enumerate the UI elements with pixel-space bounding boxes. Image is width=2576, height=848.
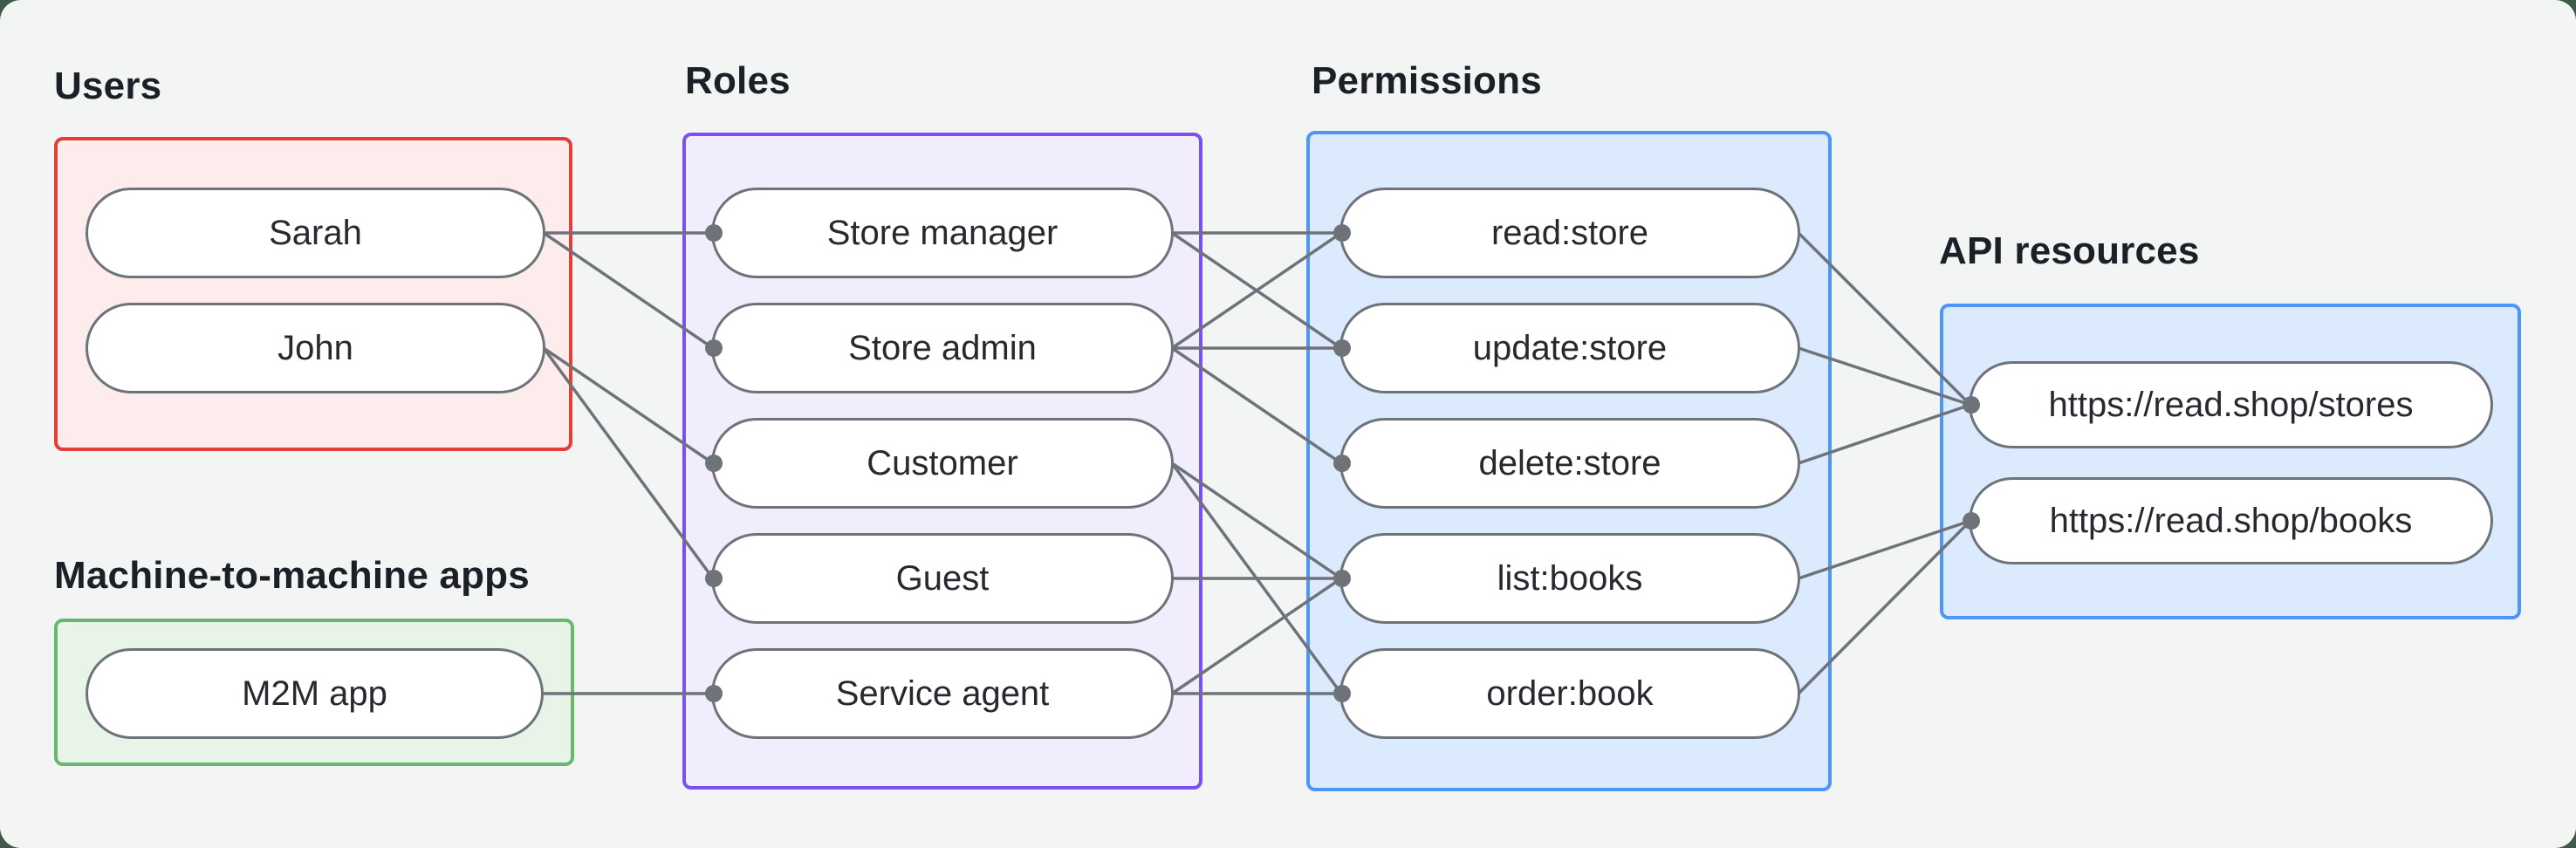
node-store-manager: Store manager [711, 188, 1174, 278]
node-label: Guest [895, 558, 990, 598]
permissions-group-title: Permissions [1312, 59, 1542, 102]
node-label: Sarah [269, 213, 362, 252]
node-label: M2M app [242, 674, 387, 713]
node-label: https://read.shop/books [2049, 501, 2413, 540]
node-john: John [86, 303, 545, 393]
node-m2m-app: M2M app [86, 648, 544, 739]
node-label: John [277, 328, 353, 367]
node-order-book: order:book [1339, 648, 1800, 739]
api-resources-group-box [1940, 304, 2521, 619]
node-stores-api: https://read.shop/stores [1969, 361, 2493, 448]
node-delete-store: delete:store [1339, 418, 1800, 509]
roles-group-title: Roles [685, 59, 791, 102]
node-label: Store manager [826, 213, 1058, 252]
node-update-store: update:store [1339, 303, 1800, 393]
node-label: Customer [867, 443, 1018, 482]
node-label: Store admin [848, 328, 1037, 367]
node-label: order:book [1486, 674, 1654, 713]
node-books-api: https://read.shop/books [1969, 477, 2493, 564]
users-group-title: Users [54, 65, 162, 107]
node-sarah: Sarah [86, 188, 545, 278]
m2m-apps-group-title: Machine-to-machine apps [54, 554, 530, 597]
api-resources-group-title: API resources [1939, 229, 2200, 272]
node-label: update:store [1472, 328, 1668, 367]
node-label: list:books [1497, 558, 1643, 598]
node-label: delete:store [1478, 443, 1661, 482]
node-label: https://read.shop/stores [2048, 385, 2414, 424]
node-list-books: list:books [1339, 533, 1800, 624]
node-customer: Customer [711, 418, 1174, 509]
node-read-store: read:store [1339, 188, 1800, 278]
users-group-box [54, 137, 572, 451]
node-store-admin: Store admin [711, 303, 1174, 393]
node-label: read:store [1490, 213, 1649, 252]
node-label: Service agent [835, 674, 1050, 713]
node-guest: Guest [711, 533, 1174, 624]
node-service-agent: Service agent [711, 648, 1174, 739]
